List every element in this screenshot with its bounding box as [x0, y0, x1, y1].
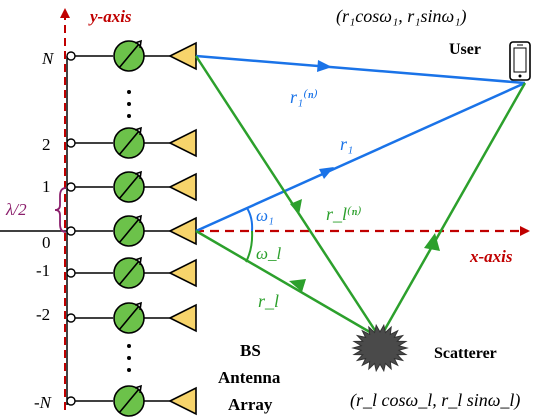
- arrow-rl: [289, 279, 306, 292]
- port-node: [66, 51, 76, 61]
- antenna-label-0: 0: [42, 233, 51, 252]
- antenna-label-2: 2: [42, 135, 51, 154]
- path-r1-blue: [195, 81, 526, 233]
- port-node: [66, 396, 76, 406]
- bs-label-line1: BS: [240, 341, 261, 360]
- antenna-rows: [66, 39, 197, 417]
- scatterer-label: Scatterer: [434, 345, 497, 362]
- port-node: [66, 226, 76, 236]
- phone-icon: [509, 41, 531, 81]
- label-rl: r_l: [258, 291, 279, 311]
- antenna-row-0: [66, 214, 197, 247]
- antenna-label-minusN: -N: [34, 393, 53, 412]
- angle-arc-wl: [245, 230, 254, 263]
- antenna-element-icon: [168, 258, 197, 288]
- spacing-label: λ/2: [5, 200, 27, 219]
- user-label: User: [449, 41, 481, 58]
- path-scatterer-user-green: [378, 82, 527, 339]
- x-axis-label: x-axis: [469, 247, 513, 266]
- antenna-element-icon: [168, 303, 197, 333]
- antenna-row-minus2: [66, 301, 197, 334]
- port-node: [66, 313, 76, 323]
- antenna-row-minusN: [66, 384, 197, 417]
- antenna-label-1: 1: [42, 177, 51, 196]
- antenna-label-N: N: [41, 49, 55, 68]
- antenna-row-1: [66, 170, 197, 203]
- ellipsis-top: [127, 90, 131, 118]
- antenna-label-minus1: -1: [36, 261, 50, 280]
- antenna-row-2: [66, 126, 197, 159]
- antenna-element-icon: [168, 216, 197, 246]
- arrow-r1: [319, 167, 334, 179]
- antenna-element-icon: [168, 172, 197, 202]
- antenna-element-icon: [168, 386, 197, 416]
- antenna-element-icon: [168, 128, 197, 158]
- scatterer-coords: (r_l cosω_l, r_l sinω_l): [350, 390, 520, 411]
- arrow-rln: [290, 199, 302, 215]
- label-r1: r₁: [340, 134, 353, 154]
- bs-label-line2: Antenna: [218, 368, 281, 387]
- path-r1n-blue: [195, 54, 526, 85]
- port-node: [66, 268, 76, 278]
- port-node: [66, 182, 76, 192]
- ellipsis-bottom: [127, 344, 131, 372]
- label-r1n: r₁⁽ⁿ⁾: [290, 87, 318, 107]
- antenna-element-icon: [168, 41, 197, 71]
- bs-label-line3: Array: [228, 395, 273, 414]
- spacing-brace: [54, 187, 67, 233]
- path-rln-green: [194, 55, 382, 339]
- port-node: [66, 138, 76, 148]
- angle-wl: ω_l: [256, 244, 282, 263]
- arrow-scatter-user: [424, 233, 440, 251]
- y-axis-label: y-axis: [88, 7, 132, 26]
- user-coords: (r₁cosω₁, r₁sinω₁): [336, 6, 466, 27]
- antenna-row-N: [66, 39, 197, 72]
- label-rln: r_l⁽ⁿ⁾: [326, 204, 362, 224]
- antenna-label-minus2: -2: [36, 305, 50, 324]
- angle-arc-w1: [246, 207, 254, 232]
- angle-w1: ω₁: [256, 206, 274, 225]
- scatterer-icon: [351, 323, 409, 373]
- antenna-row-minus1: [66, 256, 197, 289]
- arrow-r1n: [317, 60, 332, 72]
- path-rl-green: [195, 229, 381, 340]
